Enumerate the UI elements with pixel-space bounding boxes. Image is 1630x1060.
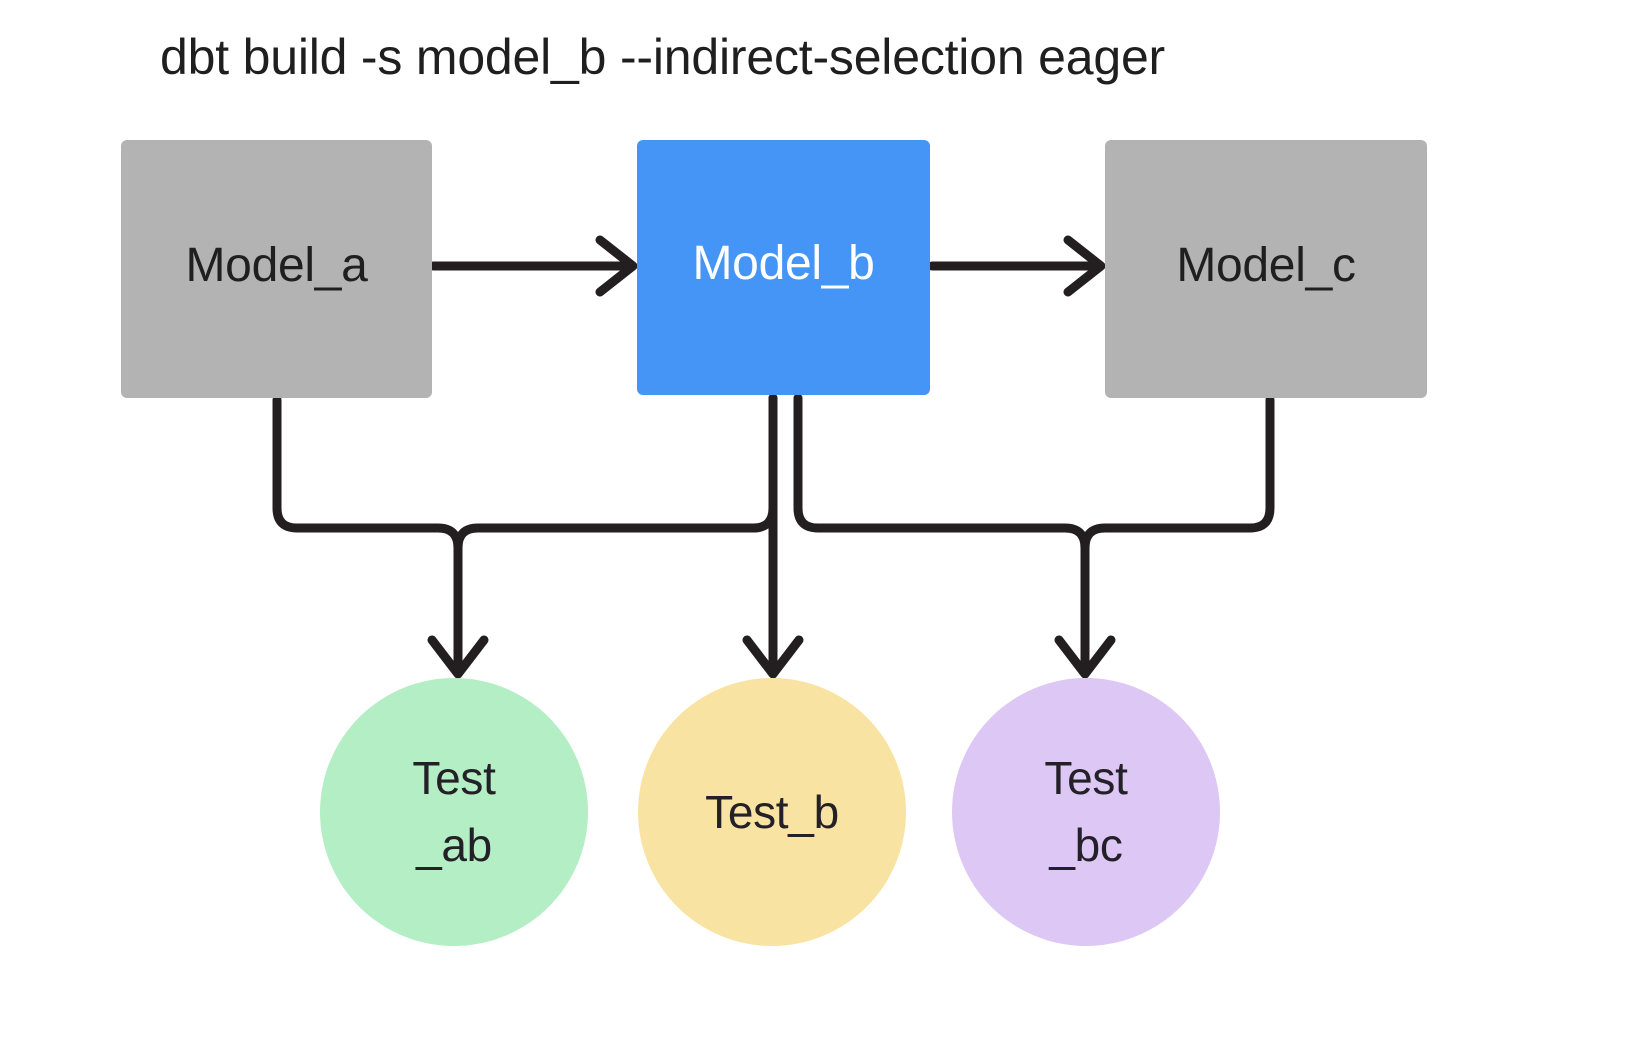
node-test-ab-label: Test _ab	[412, 752, 496, 871]
arrowhead-model-b-in	[595, 235, 638, 297]
node-model-b-label: Model_b	[692, 237, 875, 290]
node-test-b[interactable]: Test_b	[638, 678, 906, 946]
edge-model-c-to-test-bc	[1080, 395, 1275, 553]
node-test-b-label: Test_b	[705, 785, 839, 838]
page-title: dbt build -s model_b --indirect-selectio…	[160, 29, 1166, 85]
node-test-bc[interactable]: Test _bc	[952, 678, 1220, 946]
node-test-bc-label: Test _bc	[1044, 752, 1128, 871]
edge-model-a-to-test-ab	[272, 395, 463, 671]
edge-model-b-to-test-ab	[453, 393, 778, 553]
arrowhead-model-c-in	[1063, 235, 1106, 297]
node-model-a-label: Model_a	[185, 238, 368, 292]
arrowhead-test-ab-in	[427, 635, 489, 679]
node-model-c-label: Model_c	[1176, 238, 1356, 292]
arrowhead-test-bc-in	[1054, 635, 1116, 679]
edge-model-b-to-test-bc	[793, 393, 1090, 671]
node-model-b[interactable]: Model_b	[637, 140, 930, 395]
arrowhead-test-b-in	[742, 635, 804, 679]
node-model-c[interactable]: Model_c	[1105, 140, 1427, 398]
node-test-ab[interactable]: Test _ab	[320, 678, 588, 946]
node-model-a[interactable]: Model_a	[121, 140, 432, 398]
